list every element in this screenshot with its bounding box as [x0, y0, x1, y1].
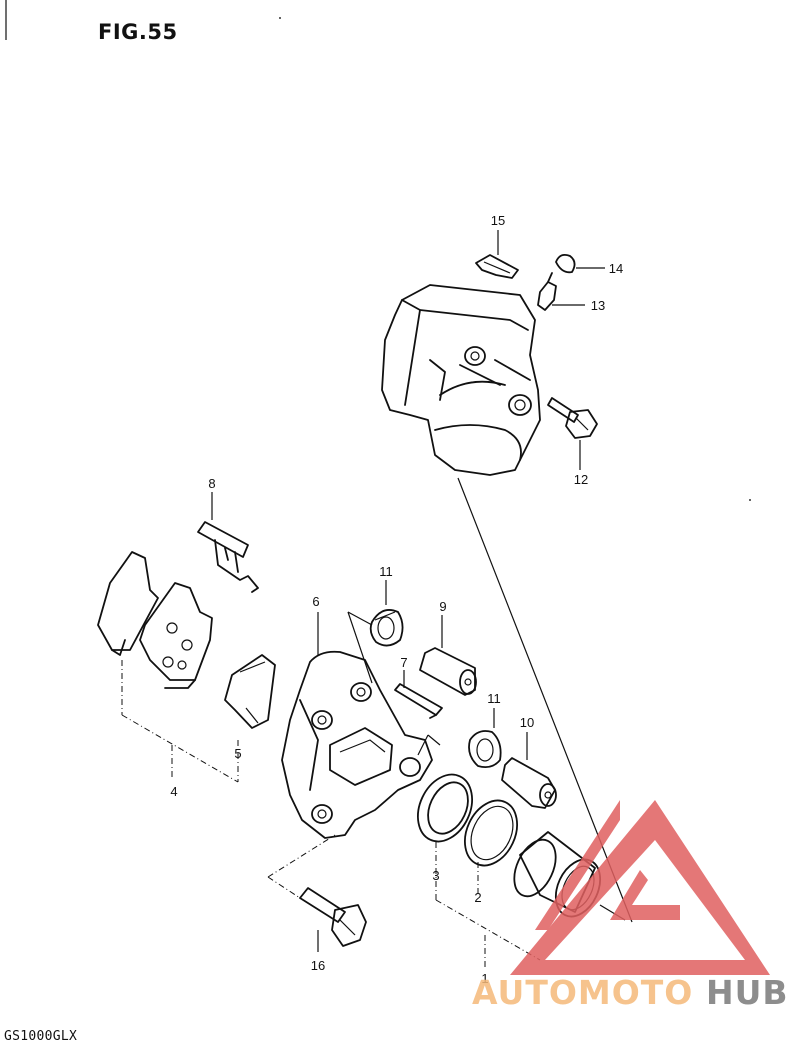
part-11-boot-lower: [468, 730, 502, 769]
part-16-bolt: [299, 887, 367, 947]
callout-4: 4: [170, 784, 177, 799]
callout-labels: 15 14 13 12 8 11 6 9 7 11 10 5 4 3 2 1 1…: [170, 213, 623, 986]
part-15-pad-retainer: [475, 254, 519, 279]
callout-10: 10: [520, 715, 534, 730]
part-6-caliper-bracket: [281, 650, 433, 839]
callout-15: 15: [491, 213, 505, 228]
callout-6: 6: [312, 594, 319, 609]
part-7-pin: [394, 683, 443, 719]
callout-8: 8: [208, 476, 215, 491]
callout-7: 7: [400, 655, 407, 670]
part-5-shim: [224, 654, 276, 729]
scan-speck: [749, 499, 751, 501]
part-10-pin-bolt: [501, 757, 557, 809]
leader-lines: [121, 230, 633, 968]
model-code: GS1000GLX: [4, 1029, 78, 1044]
callout-13: 13: [591, 298, 605, 313]
callout-2: 2: [474, 890, 481, 905]
callout-9: 9: [439, 599, 446, 614]
callout-14: 14: [609, 261, 623, 276]
callout-1: 1: [481, 971, 488, 986]
scan-speck: [279, 17, 281, 19]
part-4-brake-pads: [97, 551, 213, 689]
watermark-triangle-inner: [535, 800, 620, 930]
watermark-triangle: [510, 800, 770, 975]
watermark-text-auto: AUTOMOTO: [472, 973, 693, 1012]
part-11-boot-upper: [369, 609, 404, 647]
part-8-pad-spring: [197, 521, 259, 593]
part-12-bolt: [547, 397, 598, 439]
caliper-housing: [381, 284, 541, 476]
callout-11-upper: 11: [379, 564, 393, 579]
watermark-triangle-mark: [610, 870, 680, 920]
callout-12: 12: [574, 472, 588, 487]
callout-11-lower: 11: [487, 691, 501, 706]
watermark-logo: AUTOMOTO HUB: [472, 800, 789, 1012]
part-2-dust-seal: [464, 799, 518, 867]
callout-3: 3: [432, 868, 439, 883]
watermark-text-hub: HUB: [706, 973, 789, 1012]
figure-title: FIG.55: [98, 20, 178, 44]
callout-5: 5: [234, 746, 241, 761]
part-3-piston-seal: [417, 773, 473, 843]
part-14-bleeder-cap: [555, 253, 576, 274]
part-9-pin: [419, 647, 477, 696]
part-13-bleeder-valve: [537, 272, 557, 311]
callout-16: 16: [311, 958, 325, 973]
